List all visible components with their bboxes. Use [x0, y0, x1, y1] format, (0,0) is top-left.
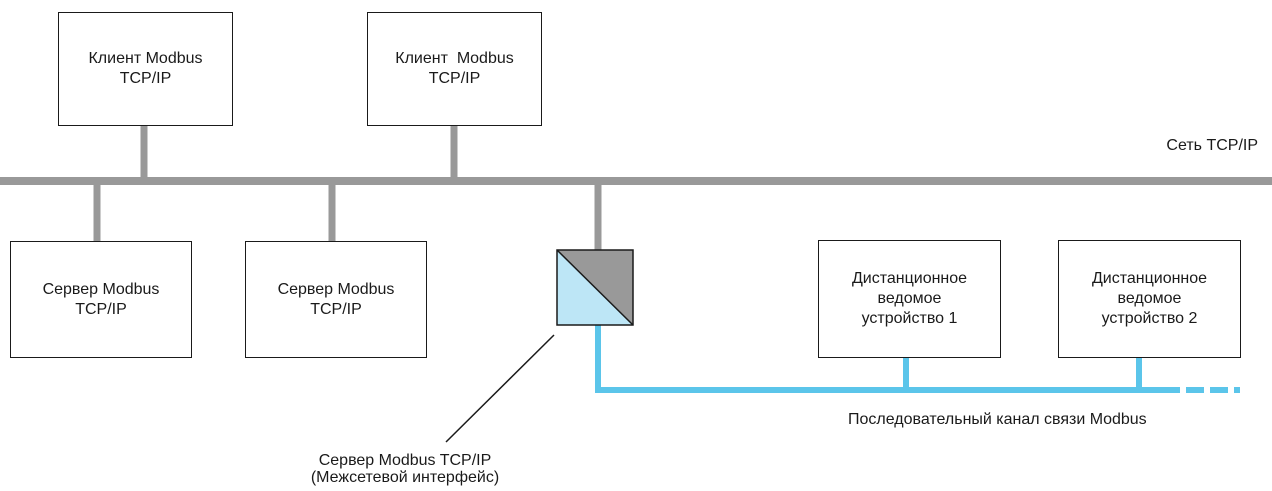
- network-label: Сеть TCP/IP: [1166, 137, 1258, 154]
- server-1-line2: TCP/IP: [75, 300, 127, 318]
- slave-2-line3: устройство 2: [1101, 310, 1198, 327]
- client-2-line1: Клиент Modbus: [395, 50, 514, 67]
- modbus-client-1: Клиент Modbus TCP/IP: [58, 12, 233, 126]
- remote-slave-2: Дистанционное ведомое устройство 2: [1058, 240, 1241, 358]
- slave-2-line1: Дистанционное: [1091, 270, 1208, 287]
- gateway-label-line2: (Межсетевой интерфейс): [310, 469, 500, 486]
- slave-1-line3: устройство 1: [861, 310, 958, 327]
- modbus-server-1: Сервер Modbus TCP/IP: [10, 241, 192, 358]
- gateway-label: Сервер Modbus TCP/IP (Межсетевой интерфе…: [270, 452, 540, 486]
- client-2-line2: TCP/IP: [428, 70, 481, 87]
- client-1-line1: Клиент Modbus: [88, 50, 203, 67]
- modbus-client-2: Клиент Modbus TCP/IP: [367, 12, 542, 126]
- gateway-label-line1: Сервер Modbus TCP/IP: [318, 452, 492, 469]
- gateway-device: [556, 249, 634, 326]
- server-1-line1: Сервер Modbus: [42, 280, 160, 298]
- server-2-line1: Сервер Modbus: [277, 280, 395, 298]
- gateway-callout-line: [445, 334, 555, 443]
- slave-1-line1: Дистанционное: [851, 270, 968, 287]
- client-1-line2: TCP/IP: [119, 70, 172, 87]
- remote-slave-1: Дистанционное ведомое устройство 1: [818, 240, 1001, 358]
- modbus-server-2: Сервер Modbus TCP/IP: [245, 241, 427, 358]
- slave-2-line2: ведомое: [1117, 290, 1182, 307]
- serial-channel-label: Последовательный канал связи Modbus: [848, 411, 1147, 428]
- server-2-line2: TCP/IP: [310, 300, 362, 318]
- slave-1-line2: ведомое: [877, 290, 942, 307]
